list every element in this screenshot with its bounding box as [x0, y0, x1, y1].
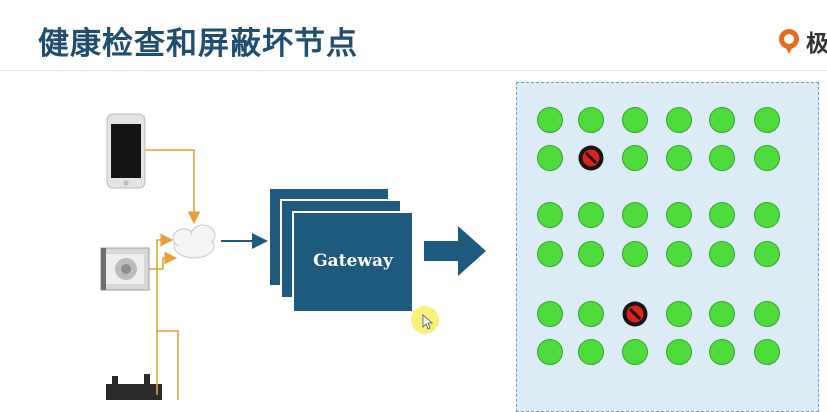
healthy-node	[666, 241, 692, 267]
healthy-node	[578, 107, 604, 133]
healthy-node	[537, 241, 563, 267]
healthy-node	[709, 241, 735, 267]
healthy-node	[578, 202, 604, 228]
title-divider	[0, 70, 827, 71]
device-connections	[145, 149, 201, 400]
architecture-diagram	[100, 107, 780, 400]
router-icon	[106, 374, 162, 400]
healthy-node	[666, 301, 692, 327]
healthy-node	[537, 107, 563, 133]
healthy-node	[754, 107, 780, 133]
server-icon	[100, 247, 150, 291]
healthy-node	[709, 107, 735, 133]
phone-icon	[106, 113, 146, 189]
healthy-node	[754, 145, 780, 171]
healthy-node	[754, 301, 780, 327]
healthy-node	[537, 339, 563, 365]
healthy-node	[537, 301, 563, 327]
healthy-node	[666, 339, 692, 365]
healthy-node	[578, 241, 604, 267]
healthy-node	[622, 241, 648, 267]
healthy-node	[537, 145, 563, 171]
blocked-node	[578, 145, 604, 171]
healthy-node	[709, 202, 735, 228]
healthy-node	[622, 202, 648, 228]
healthy-node	[622, 107, 648, 133]
healthy-node	[754, 202, 780, 228]
healthy-node	[754, 339, 780, 365]
gateway-stack	[268, 187, 414, 313]
gateway-label: Gateway	[313, 251, 393, 271]
healthy-node	[622, 145, 648, 171]
cloud-icon	[172, 224, 216, 259]
blocked-node	[622, 301, 648, 327]
gateway-to-cluster-arrow	[424, 226, 486, 276]
healthy-node	[709, 145, 735, 171]
healthy-node	[709, 339, 735, 365]
healthy-node	[666, 202, 692, 228]
slide-title: 健康检查和屏蔽坏节点	[38, 26, 358, 62]
healthy-node	[578, 301, 604, 327]
cursor-highlight	[411, 306, 439, 334]
healthy-node	[666, 107, 692, 133]
logo-text: 极	[806, 31, 827, 57]
healthy-node	[578, 339, 604, 365]
healthy-node	[537, 202, 563, 228]
logo-icon	[779, 29, 799, 54]
healthy-node	[666, 145, 692, 171]
node-grid	[537, 107, 780, 365]
healthy-node	[754, 241, 780, 267]
healthy-node	[709, 301, 735, 327]
healthy-node	[622, 339, 648, 365]
